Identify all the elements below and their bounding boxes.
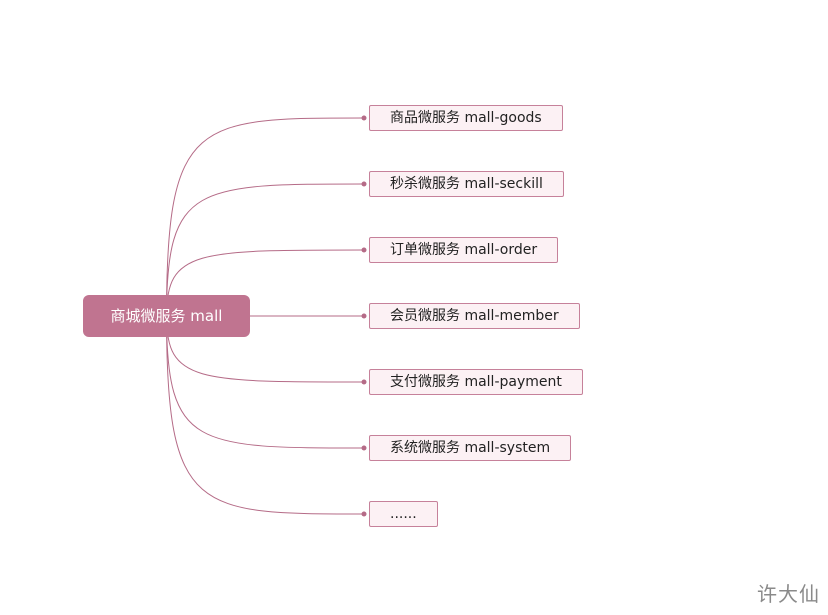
connector-dot (361, 247, 367, 253)
connector-line (166, 315, 365, 449)
connector-dot (361, 313, 367, 319)
watermark-text: 许大仙 (757, 582, 820, 606)
connector-dot (361, 379, 367, 385)
connector-line (166, 117, 365, 317)
connector-dot (361, 445, 367, 451)
child-node-goods[interactable]: 商品微服务 mall-goods (369, 105, 563, 131)
connector-dot (361, 181, 367, 187)
child-node-more[interactable]: ...... (369, 501, 438, 527)
child-node-member[interactable]: 会员微服务 mall-member (369, 303, 580, 329)
child-node-system[interactable]: 系统微服务 mall-system (369, 435, 572, 461)
root-node[interactable]: 商城微服务 mall (83, 295, 250, 337)
connector-line (166, 315, 365, 515)
child-node-order[interactable]: 订单微服务 mall-order (369, 237, 559, 263)
connector-line (166, 249, 365, 317)
connector-dot (361, 115, 367, 121)
child-node-payment[interactable]: 支付微服务 mall-payment (369, 369, 583, 395)
connector-line (166, 183, 365, 317)
child-node-seckill[interactable]: 秒杀微服务 mall-seckill (369, 171, 564, 197)
connector-line (166, 315, 365, 383)
connector-dot (361, 511, 367, 517)
